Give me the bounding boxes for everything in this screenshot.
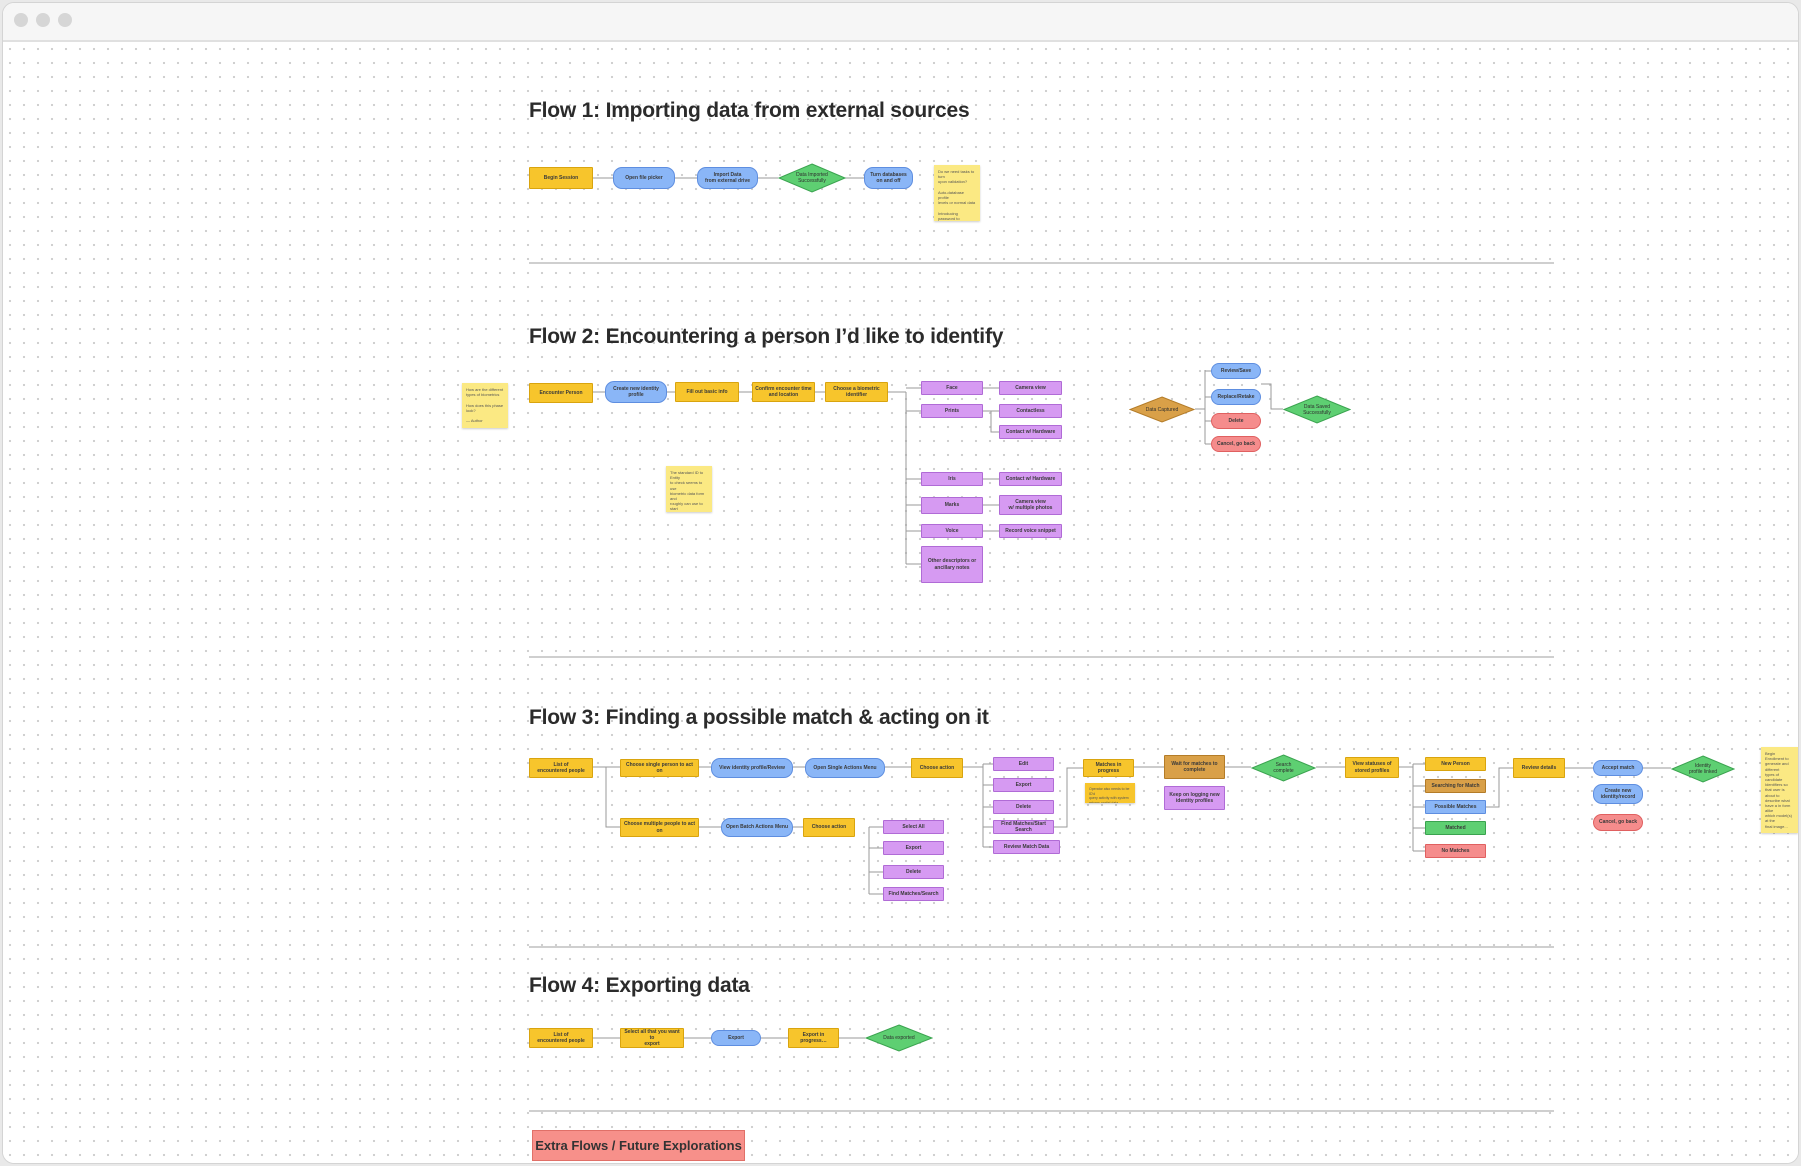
flow4-export-in-progress[interactable]: Export in progress…	[788, 1028, 839, 1048]
zoom-window-icon[interactable]	[58, 13, 72, 27]
flow3-identity-linked-decision[interactable]: Identity profile linked	[1671, 755, 1735, 783]
flow2-replace-retake[interactable]: Replace/Retake	[1211, 389, 1261, 405]
flow3-view-statuses[interactable]: View statuses of stored profiles	[1345, 757, 1399, 778]
flow2-contactless[interactable]: Contactless	[999, 404, 1062, 418]
flow3-choose-multiple-people[interactable]: Choose multiple people to act on	[620, 818, 699, 837]
flow1-turn-databases[interactable]: Turn databases on and off	[864, 167, 913, 189]
flow3-batch-links	[605, 767, 803, 828]
flow3-small-note[interactable]: Operator also needs to be ID'd query act…	[1085, 783, 1135, 803]
flow3-single-tree-links	[982, 763, 1083, 848]
flow3-status-new-person[interactable]: New Person	[1425, 757, 1486, 771]
flow1-open-file-picker[interactable]: Open file picker	[613, 167, 675, 189]
flow3-status-links	[1412, 763, 1513, 852]
flow2-cluster-links	[1195, 370, 1283, 445]
flow2-camera-multiple-photos[interactable]: Camera view w/ multiple photos	[999, 495, 1062, 515]
flow3-accept-match[interactable]: Accept match	[1593, 760, 1643, 776]
flow3-choose-action-batch[interactable]: Choose action	[803, 818, 855, 837]
flow2-create-identity-profile[interactable]: Create new identity profile	[605, 381, 667, 403]
flow2-cancel-go-back[interactable]: Cancel, go back	[1211, 436, 1261, 452]
flow3-open-single-actions-menu[interactable]: Open Single Actions Menu	[805, 758, 885, 778]
flow3-sticky-note-right[interactable]: Begin Enrollment to generate and differe…	[1761, 747, 1798, 833]
close-window-icon[interactable]	[14, 13, 28, 27]
flow2-trunk-links	[905, 387, 921, 565]
flow1-begin-session[interactable]: Begin Session	[529, 167, 593, 189]
flow4-select-to-export[interactable]: Select all that you want to export	[620, 1028, 684, 1048]
flow2-fill-basic-info[interactable]: Fill out basic info	[675, 382, 739, 402]
flow2-choose-biometric[interactable]: Choose a biometric identifier	[825, 382, 888, 402]
flow1-sticky-note[interactable]: Do we need tasks to turn upon validation…	[934, 165, 980, 221]
flow2-data-captured-decision[interactable]: Data Captured	[1129, 396, 1195, 423]
flow2-contact-hardware-iris[interactable]: Contact w/ Hardware	[999, 472, 1062, 486]
title-bar	[3, 3, 1798, 42]
flow3-create-new-record[interactable]: Create new identity/record	[1593, 784, 1643, 804]
flow2-face[interactable]: Face	[921, 381, 983, 395]
flow4-data-exported-decision[interactable]: Data exported	[865, 1024, 933, 1052]
minimize-window-icon[interactable]	[36, 13, 50, 27]
flow3-list-encountered[interactable]: List of encountered people	[529, 758, 593, 778]
flow1-title: Flow 1: Importing data from external sou…	[529, 99, 970, 122]
flow1-data-imported-decision[interactable]: Data Imported Successfully	[778, 163, 846, 193]
flow3-status-possible-matches[interactable]: Possible Matches	[1425, 800, 1486, 814]
flow2-encounter-person[interactable]: Encounter Person	[529, 383, 593, 403]
flow2-contact-hardware-prints[interactable]: Contact w/ Hardware	[999, 425, 1062, 439]
flow3-export-batch[interactable]: Export	[883, 841, 944, 855]
flow2-sticky-note-left[interactable]: How are the different types of biometric…	[462, 383, 508, 428]
flow1-import-data[interactable]: Import Data from external drive	[697, 167, 758, 189]
flow2-data-saved-decision[interactable]: Data Saved Successfully	[1283, 395, 1351, 424]
flow4-title: Flow 4: Exporting data	[529, 974, 750, 997]
flow2-iris[interactable]: Iris	[921, 472, 983, 486]
flow3-search-complete-decision[interactable]: Search complete	[1251, 754, 1316, 782]
flow4-list-encountered[interactable]: List of encountered people	[529, 1028, 593, 1048]
flow3-find-matches-batch[interactable]: Find Matches/Search	[883, 887, 944, 901]
flow3-status-searching[interactable]: Searching for Match	[1425, 779, 1486, 793]
flow3-cancel-go-back[interactable]: Cancel, go back	[1593, 814, 1643, 831]
flow2-record-voice[interactable]: Record voice snippet	[999, 524, 1062, 538]
flow3-view-identity-profile[interactable]: View identity profile/Review	[711, 758, 793, 778]
flow2-prints[interactable]: Prints	[921, 404, 983, 418]
flow3-delete-batch[interactable]: Delete	[883, 865, 944, 879]
flow2-sticky-note-middle[interactable]: The standard ID to Entity to check seems…	[666, 466, 712, 512]
flow3-matches-in-progress[interactable]: Matches in progress	[1083, 759, 1134, 777]
flow3-wait-for-matches[interactable]: Wait for matches to complete	[1164, 755, 1225, 779]
extra-flows-label[interactable]: Extra Flows / Future Explorations	[532, 1130, 745, 1161]
flow2-title: Flow 2: Encountering a person I’d like t…	[529, 325, 1004, 348]
flow2-marks[interactable]: Marks	[921, 497, 983, 514]
flow3-choose-action-single[interactable]: Choose action	[911, 758, 963, 778]
flow3-export-single[interactable]: Export	[993, 778, 1054, 792]
flow3-review-match-data[interactable]: Review Match Data	[993, 840, 1060, 854]
flow3-delete-single[interactable]: Delete	[993, 800, 1054, 814]
flow3-keep-logging[interactable]: Keep on logging new identity profiles	[1164, 786, 1225, 810]
flow1-divider	[529, 262, 1554, 264]
flow3-status-matched[interactable]: Matched	[1425, 821, 1486, 835]
flow3-title: Flow 3: Finding a possible match & actin…	[529, 706, 989, 729]
flow2-confirm-time-location[interactable]: Confirm encounter time and location	[752, 382, 815, 402]
flow2-other-descriptors[interactable]: Other descriptors or ancillary notes	[921, 546, 983, 583]
flow-connectors	[593, 177, 1671, 1039]
flow2-camera-view[interactable]: Camera view	[999, 381, 1062, 395]
flow3-edit-single[interactable]: Edit	[993, 757, 1054, 771]
whiteboard-canvas[interactable]: Flow 1: Importing data from external sou…	[3, 42, 1798, 1163]
flow3-open-batch-actions-menu[interactable]: Open Batch Actions Menu	[721, 818, 793, 837]
flow2-branch-links	[983, 387, 999, 532]
flow4-divider	[529, 1110, 1554, 1112]
flow2-review-save[interactable]: Review/Save	[1211, 363, 1261, 379]
flow3-divider	[529, 946, 1554, 948]
flow3-choose-single-person[interactable]: Choose single person to act on	[620, 759, 699, 777]
flow3-find-matches-single[interactable]: Find Matches/Start Search	[993, 820, 1054, 834]
flow3-status-no-matches[interactable]: No Matches	[1425, 844, 1486, 858]
flow3-batch-tree-links	[868, 826, 883, 895]
flow3-select-all[interactable]: Select All	[883, 820, 944, 834]
flow2-voice[interactable]: Voice	[921, 524, 983, 538]
flow4-export[interactable]: Export	[711, 1030, 761, 1046]
flow2-delete[interactable]: Delete	[1211, 413, 1261, 429]
flow2-divider	[529, 656, 1554, 658]
flow3-review-details[interactable]: Review details	[1513, 758, 1565, 778]
